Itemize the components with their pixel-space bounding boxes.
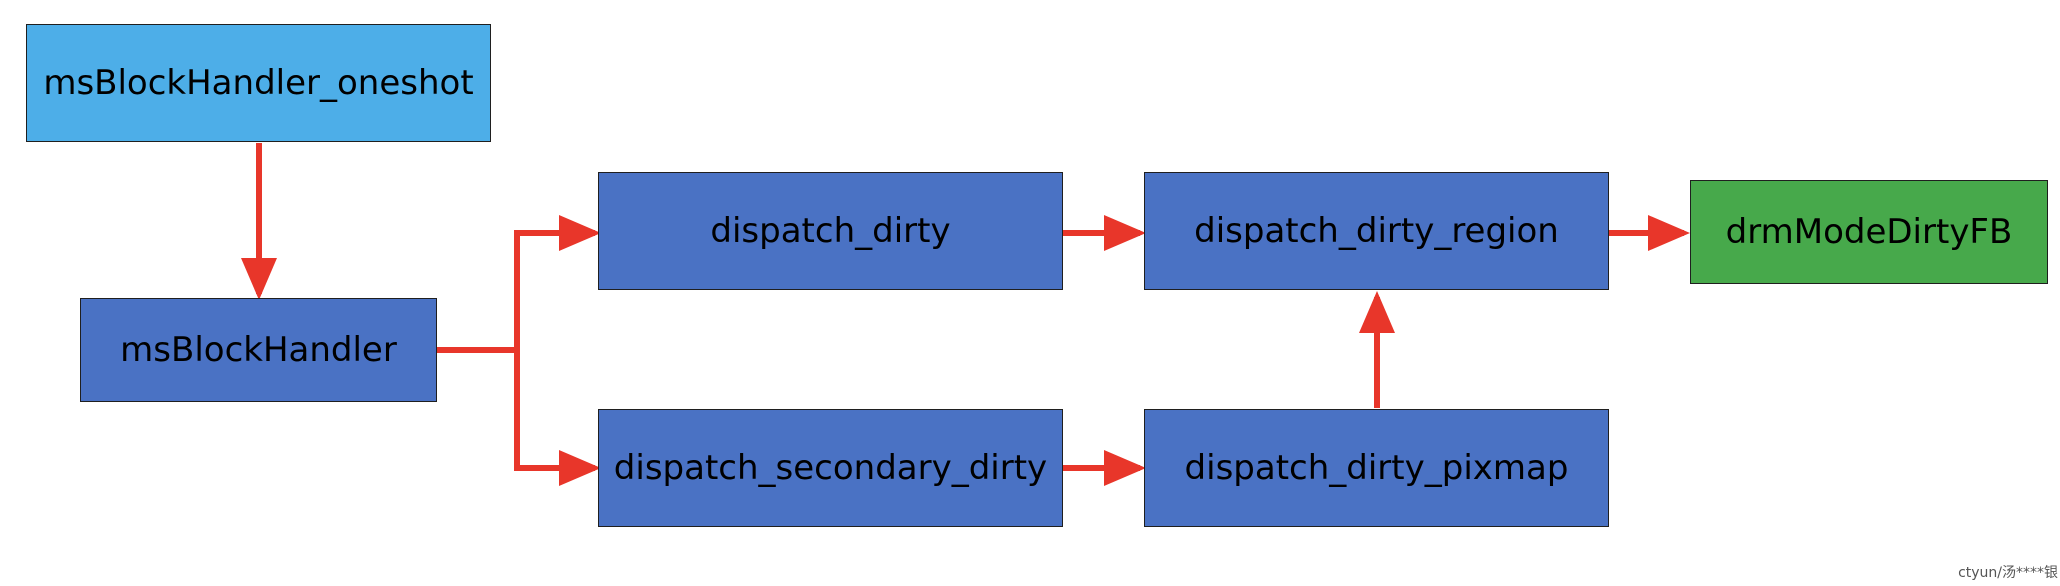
arrow-blockhandler-to-dispatch-dirty <box>436 215 601 353</box>
node-dispatch-dirty: dispatch_dirty <box>598 172 1063 290</box>
node-label: drmModeDirtyFB <box>1725 212 2013 252</box>
node-ms-block-handler: msBlockHandler <box>80 298 437 402</box>
node-label: dispatch_secondary_dirty <box>613 448 1048 488</box>
node-dispatch-dirty-pixmap: dispatch_dirty_pixmap <box>1144 409 1609 527</box>
node-dispatch-dirty-region: dispatch_dirty_region <box>1144 172 1609 290</box>
node-drm-mode-dirty-fb: drmModeDirtyFB <box>1690 180 2048 284</box>
arrow-blockhandler-to-dispatch-secondary-dirty <box>514 350 601 486</box>
node-ms-block-handler-oneshot: msBlockHandler_oneshot <box>26 24 491 142</box>
watermark: ctyun/汤****银 <box>1958 565 2058 581</box>
node-label: dispatch_dirty <box>710 211 951 251</box>
node-label: msBlockHandler <box>120 330 397 370</box>
node-label: msBlockHandler_oneshot <box>43 63 474 103</box>
node-label: dispatch_dirty_region <box>1194 211 1559 251</box>
node-label: dispatch_dirty_pixmap <box>1184 448 1569 488</box>
node-dispatch-secondary-dirty: dispatch_secondary_dirty <box>598 409 1063 527</box>
